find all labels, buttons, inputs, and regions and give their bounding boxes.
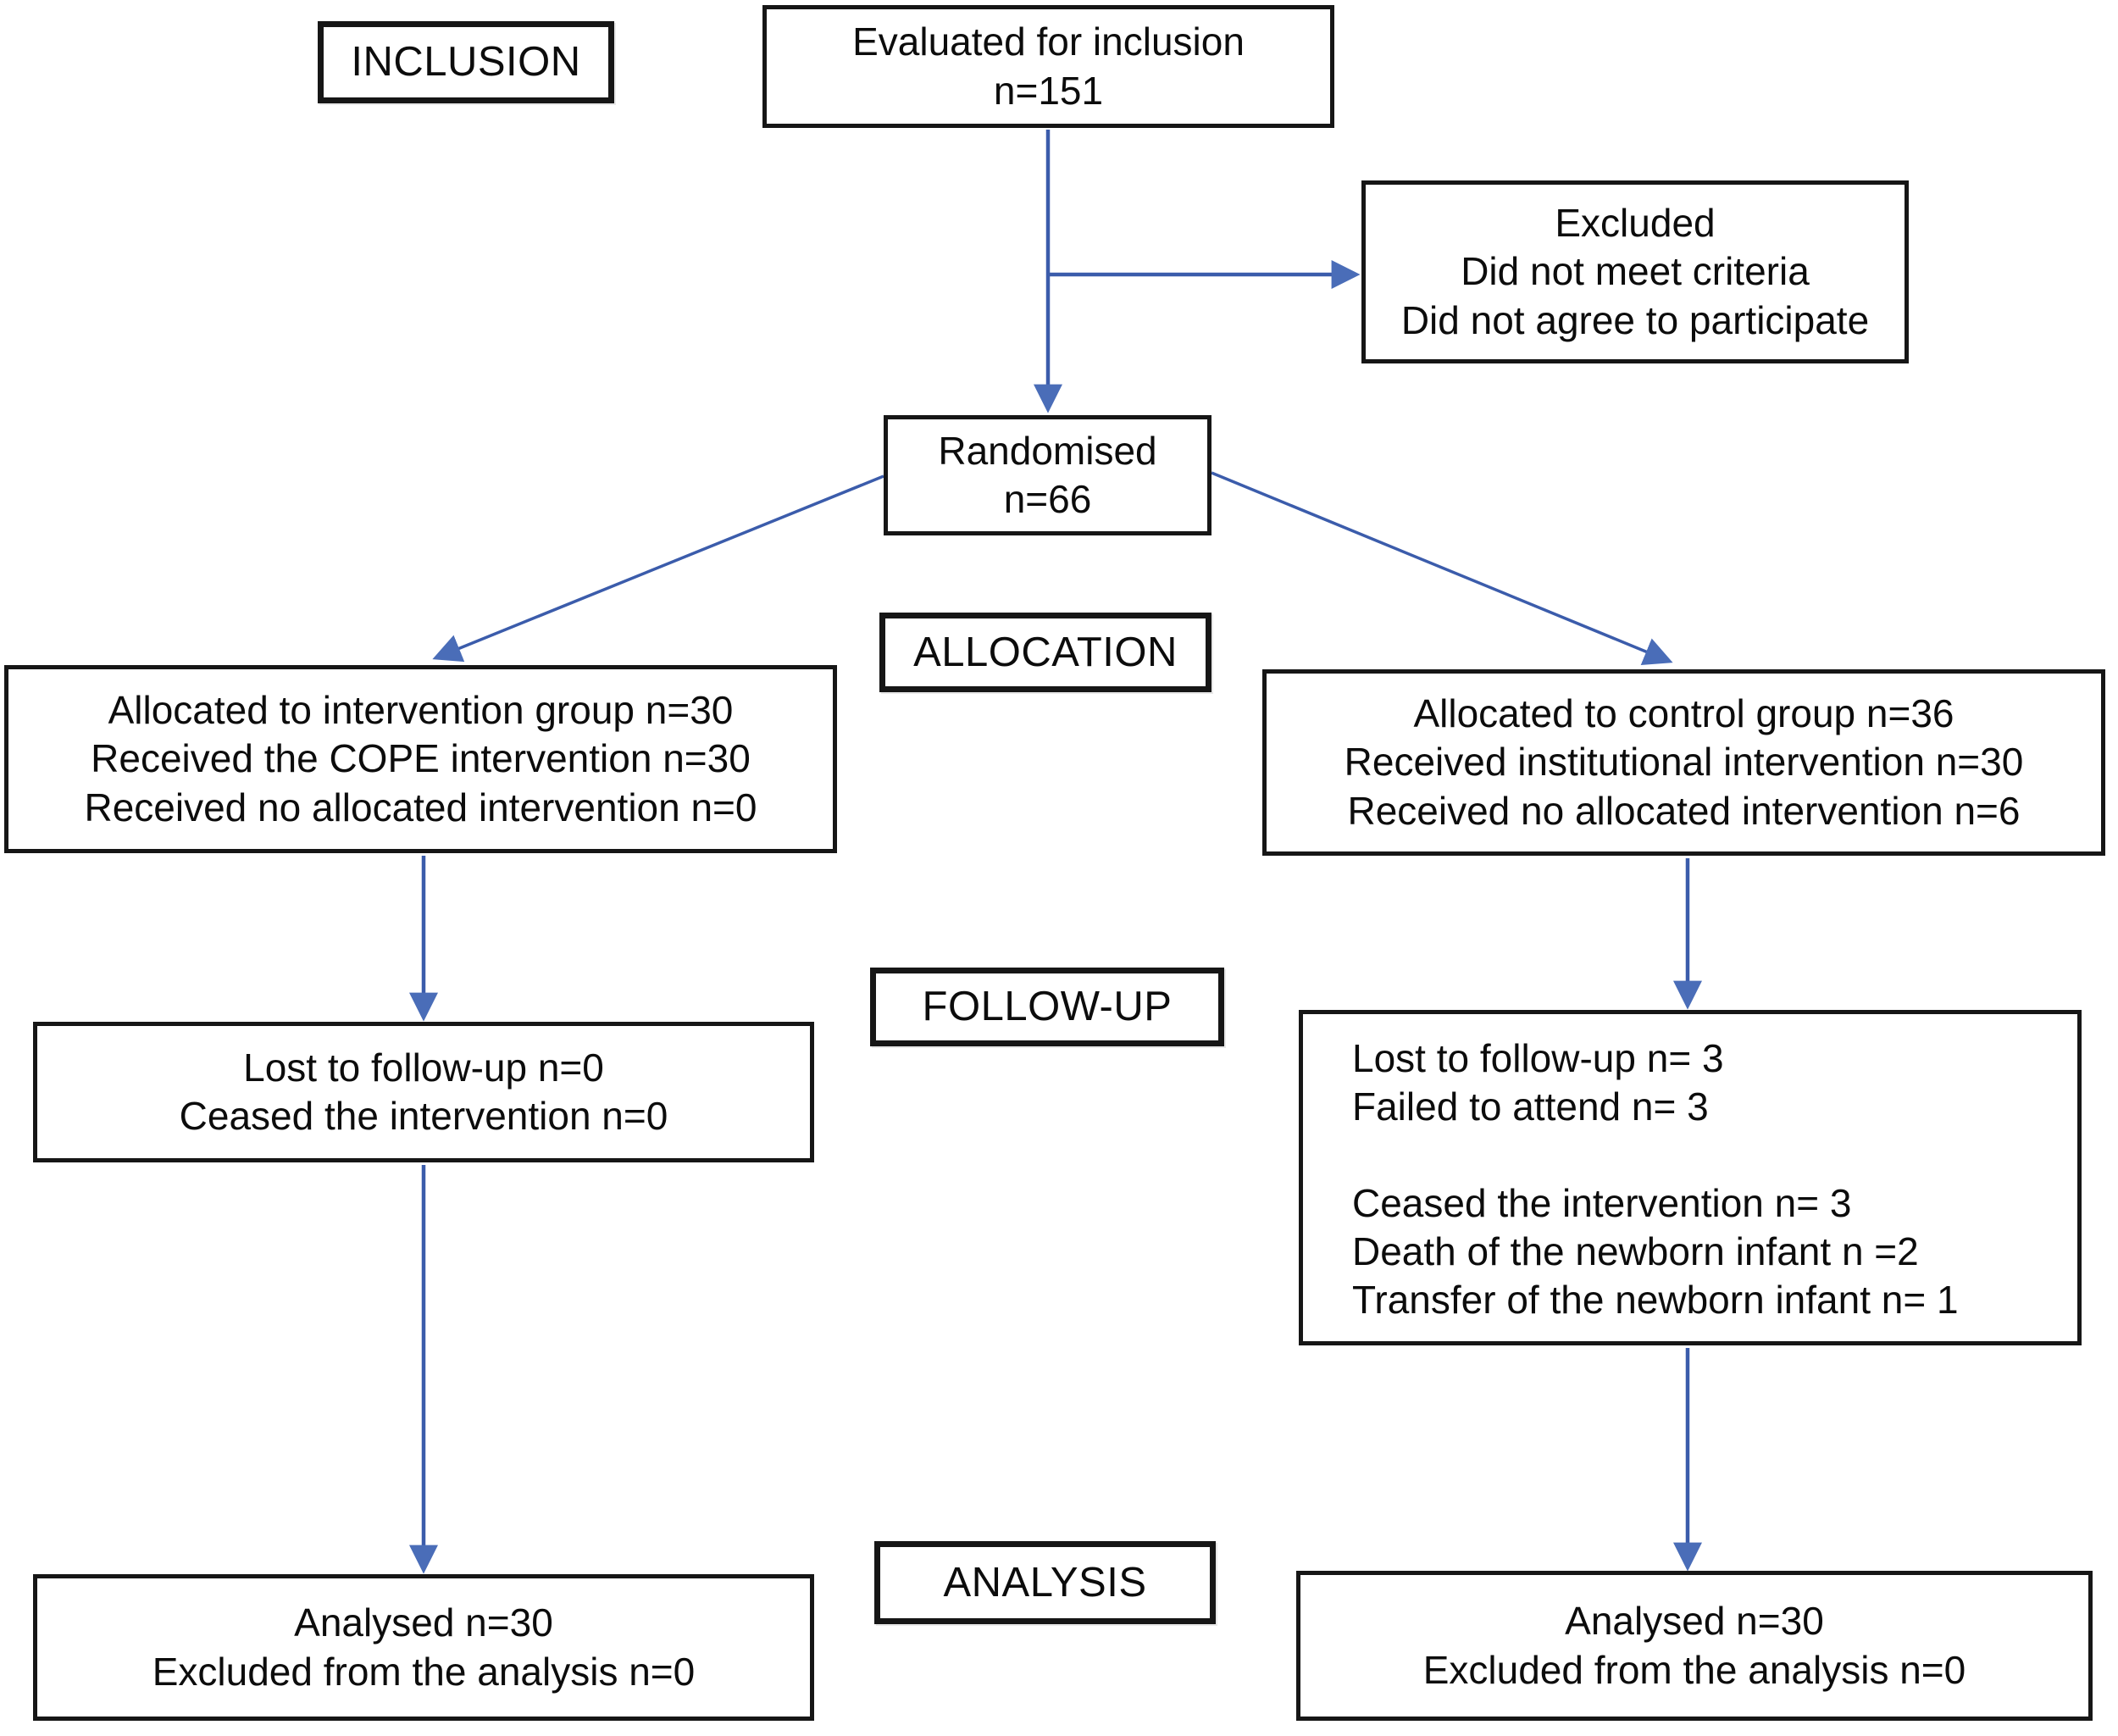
box-text-line [1352, 1131, 2052, 1179]
stage-label-text: FOLLOW-UP [922, 984, 1173, 1030]
box-text-line: Received no allocated intervention n=0 [84, 785, 757, 829]
box-text-line: Received no allocated intervention n=6 [1347, 788, 2021, 833]
box-text-line: Failed to attend n= 3 [1352, 1084, 1709, 1129]
followup-control-box: Lost to follow-up n= 3 Failed to attend … [1299, 1010, 2082, 1345]
box-text-line: Excluded [1555, 201, 1716, 246]
box-text-line: Allocated to intervention group n=30 [108, 688, 734, 733]
followup-intervention-box: Lost to follow-up n=0 Ceased the interve… [33, 1022, 814, 1162]
box-text-line: Evaluated for inclusion [852, 19, 1245, 64]
box-text-line: Did not meet criteria [1461, 249, 1810, 294]
stage-label-followup: FOLLOW-UP [870, 968, 1224, 1046]
box-text-line: Randomised [938, 428, 1157, 473]
stage-label-text: INCLUSION [351, 39, 581, 86]
box-text-line: Excluded from the analysis n=0 [1422, 1647, 1966, 1692]
box-text-line: Transfer of the newborn infant n= 1 [1352, 1278, 1959, 1323]
box-text-line: Allocated to control group n=36 [1413, 691, 1954, 736]
box-text-line: n=151 [993, 68, 1104, 113]
box-text-line: Lost to follow-up n=0 [243, 1045, 604, 1090]
box-text-line: Excluded from the analysis n=0 [152, 1649, 696, 1694]
stage-label-inclusion: INCLUSION [318, 21, 614, 103]
box-text-line: Received the COPE intervention n=30 [91, 736, 751, 781]
analysis-control-box: Analysed n=30 Excluded from the analysis… [1296, 1571, 2093, 1721]
stage-label-analysis: ANALYSIS [874, 1541, 1216, 1624]
box-text-line: Death of the newborn infant n =2 [1352, 1229, 1919, 1274]
box-text-line: Ceased the intervention n= 3 [1352, 1181, 1852, 1226]
box-text-line: Ceased the intervention n=0 [179, 1094, 668, 1138]
evaluated-for-inclusion-box: Evaluated for inclusion n=151 [762, 5, 1334, 128]
stage-label-allocation: ALLOCATION [879, 613, 1211, 692]
allocation-control-box: Allocated to control group n=36 Received… [1262, 669, 2105, 856]
box-text-line: Did not agree to participate [1400, 297, 1870, 342]
analysis-intervention-box: Analysed n=30 Excluded from the analysis… [33, 1574, 814, 1721]
stage-label-text: ANALYSIS [943, 1559, 1147, 1606]
arrow-randomised-to-intervention [432, 474, 884, 663]
randomised-box: Randomised n=66 [884, 415, 1211, 535]
box-text-line: Received institutional intervention n=30 [1344, 740, 2024, 785]
arrow-randomised-to-control [1211, 471, 1673, 665]
box-text-line: Analysed n=30 [1565, 1599, 1824, 1644]
box-text-line: Analysed n=30 [294, 1600, 553, 1645]
box-text-line: Lost to follow-up n= 3 [1352, 1036, 1724, 1080]
stage-label-text: ALLOCATION [913, 629, 1178, 675]
excluded-box: Excluded Did not meet criteria Did not a… [1361, 180, 1909, 363]
box-text-line: n=66 [1003, 477, 1092, 521]
allocation-intervention-box: Allocated to intervention group n=30 Rec… [4, 665, 837, 853]
